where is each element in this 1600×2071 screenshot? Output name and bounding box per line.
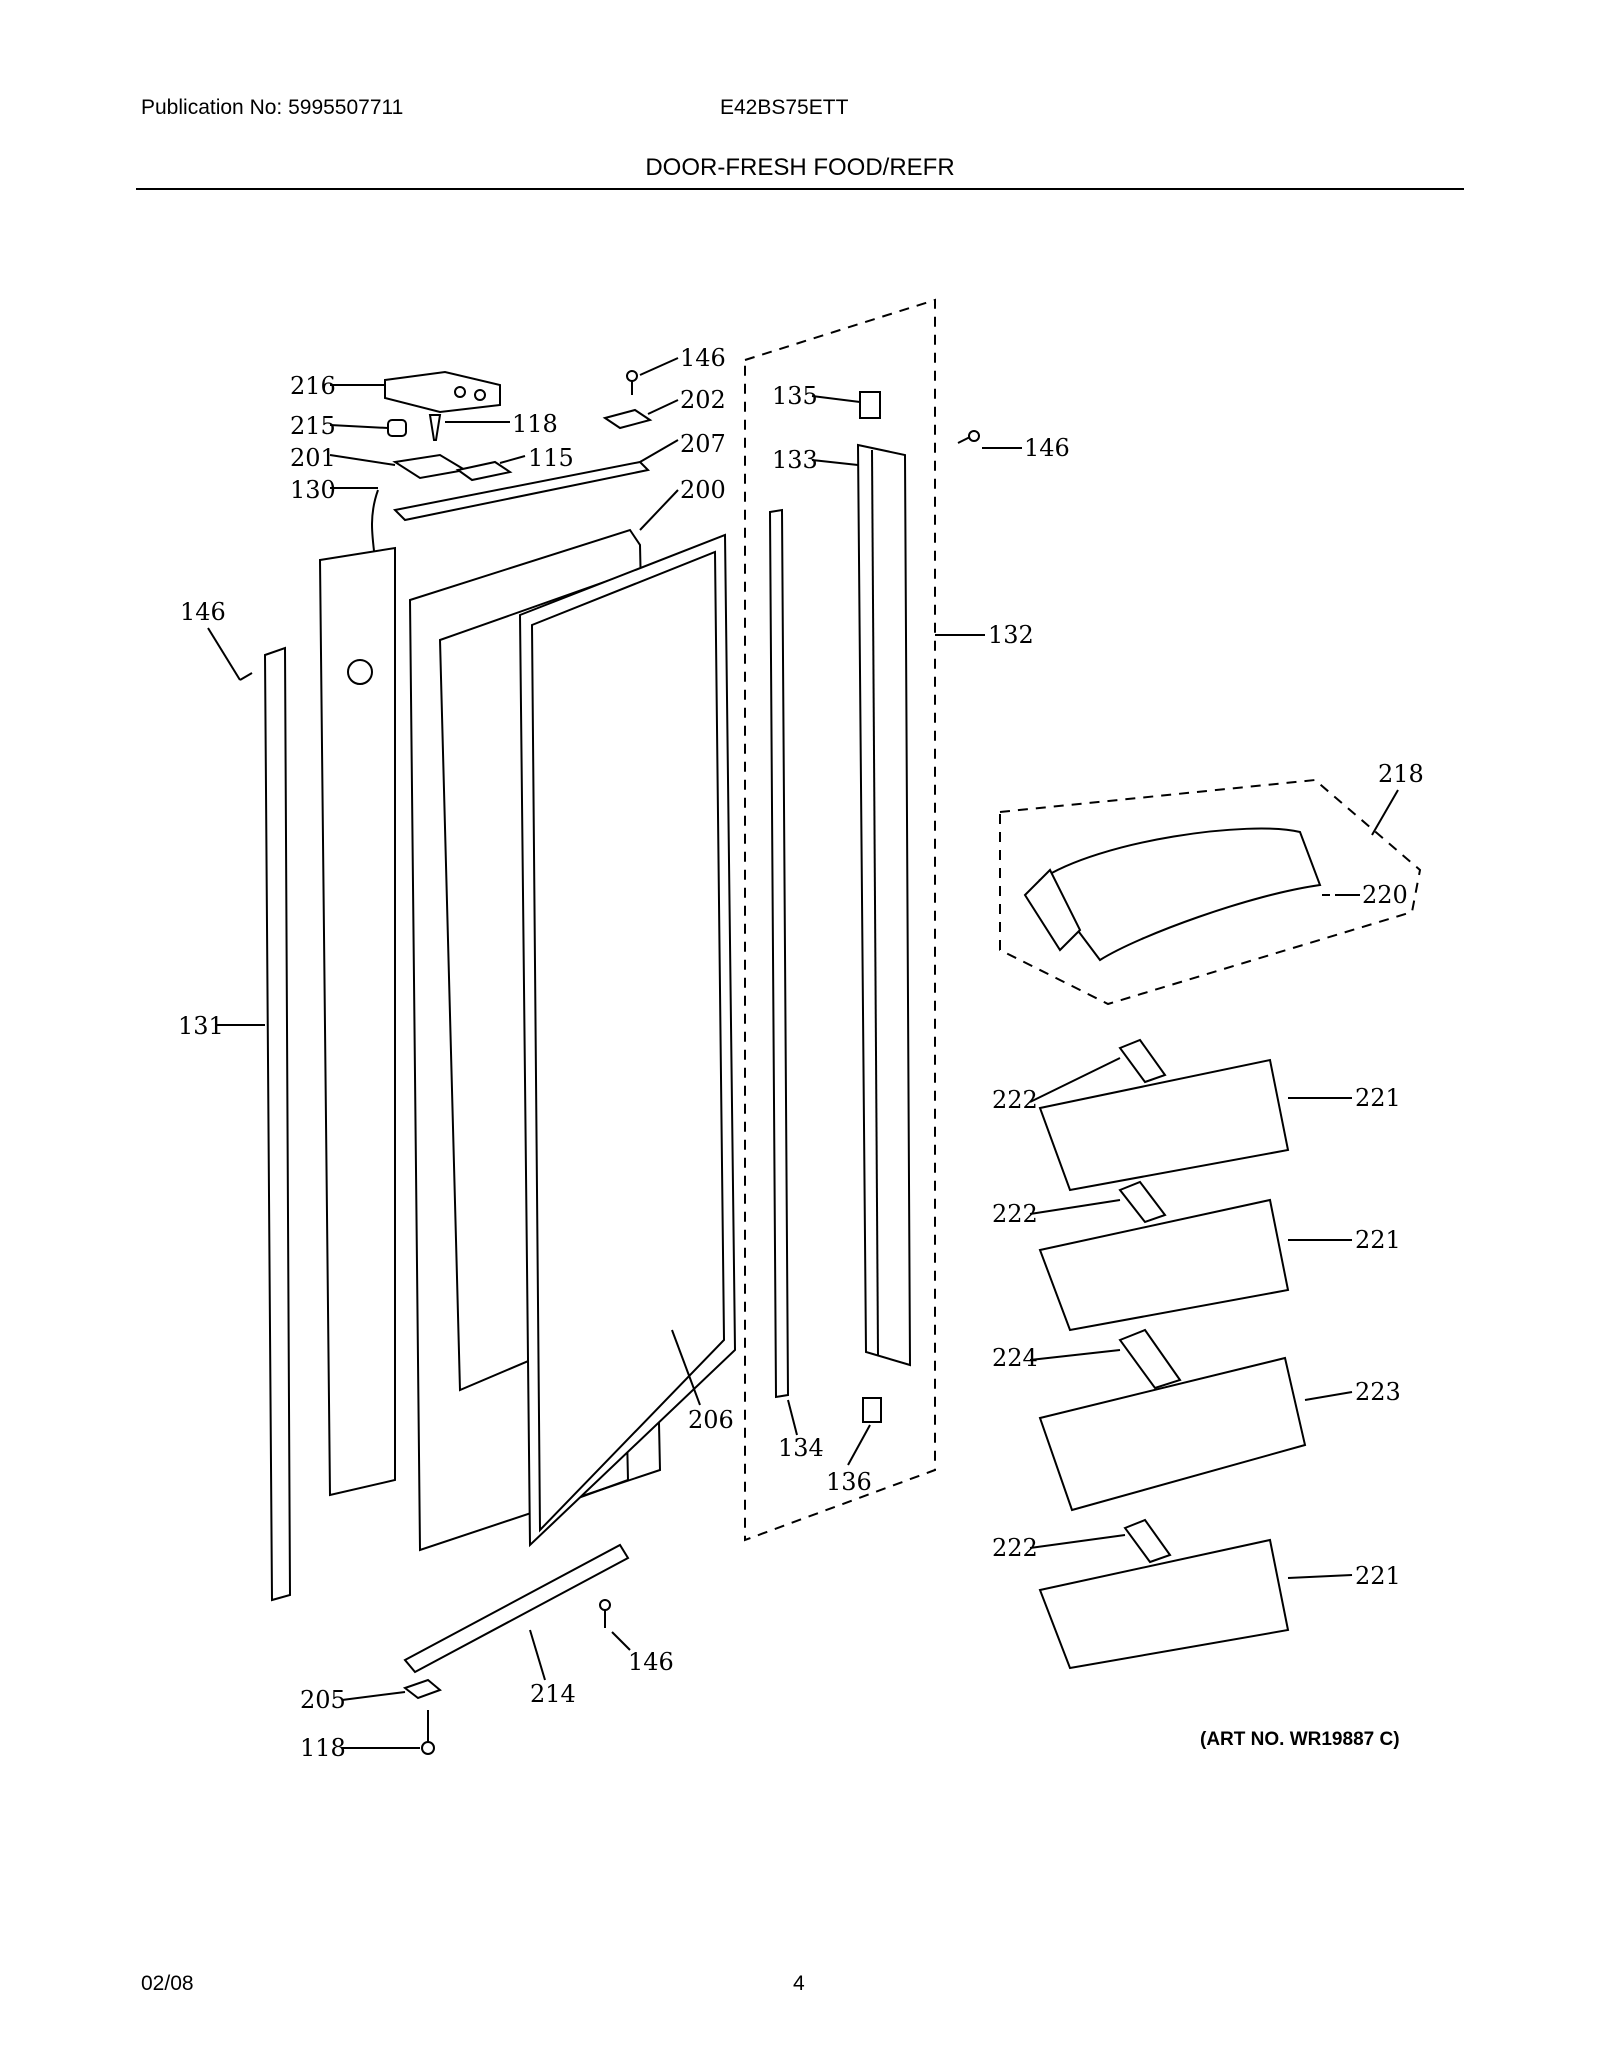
page-number: 4 — [793, 1972, 805, 1995]
callout-146-right: 146 — [1024, 434, 1070, 462]
door-bin-1 — [1038, 1058, 1290, 1192]
callout-223: 223 — [1355, 1378, 1401, 1406]
header-rule — [136, 188, 1464, 190]
callout-118-bottom: 118 — [300, 1734, 346, 1762]
callout-146-left: 146 — [180, 598, 226, 626]
callout-118-top: 118 — [512, 410, 558, 438]
callout-222-first: 222 — [992, 1086, 1038, 1114]
callout-215: 215 — [290, 412, 336, 440]
callout-207: 207 — [680, 430, 726, 458]
callout-146-top: 146 — [680, 344, 726, 372]
bin-support-3 — [1123, 1518, 1172, 1564]
door-bin-2 — [1038, 1198, 1290, 1332]
door-outer-panel — [318, 546, 396, 1497]
handle-extrusion — [856, 443, 912, 1367]
door-bin-deep — [1038, 1356, 1307, 1512]
bin-support-2 — [1118, 1180, 1167, 1224]
leader-lines — [207, 357, 1399, 1749]
callout-133: 133 — [772, 446, 818, 474]
callout-216: 216 — [290, 372, 336, 400]
callout-206: 206 — [688, 1406, 734, 1434]
hinge-plate — [455, 460, 513, 482]
callout-131: 131 — [178, 1012, 224, 1040]
bin-support-1 — [1118, 1038, 1167, 1084]
handle-end-cap-bottom — [862, 1397, 882, 1423]
callout-135: 135 — [772, 382, 818, 410]
hinge-screw — [428, 414, 442, 441]
publication-number: Publication No: 5995507711 — [141, 96, 404, 119]
callout-222-third: 222 — [992, 1534, 1038, 1562]
top-trim — [392, 460, 651, 522]
handle-screw — [957, 430, 980, 444]
handle-side-trim — [239, 646, 292, 1602]
callout-205: 205 — [300, 1686, 346, 1714]
callout-218: 218 — [1378, 760, 1424, 788]
callout-221-second: 221 — [1355, 1226, 1401, 1254]
section-title: DOOR-FRESH FOOD/REFR — [645, 154, 955, 181]
callout-221-third: 221 — [1355, 1562, 1401, 1590]
callout-146-bottom: 146 — [628, 1648, 674, 1676]
door-bin-3 — [1038, 1538, 1290, 1670]
top-hinge — [384, 370, 501, 414]
callout-214: 214 — [530, 1680, 576, 1708]
callout-200: 200 — [680, 476, 726, 504]
dairy-bin-door — [1023, 827, 1322, 962]
top-cap-screw — [626, 370, 638, 395]
callout-115: 115 — [528, 444, 574, 472]
callout-132: 132 — [988, 621, 1034, 649]
handle-assembly-group — [744, 298, 936, 1542]
callout-221-first: 221 — [1355, 1084, 1401, 1112]
callout-136: 136 — [826, 1468, 872, 1496]
callout-220: 220 — [1362, 881, 1408, 909]
handle-insert-strip — [768, 508, 790, 1399]
callout-134: 134 — [778, 1434, 824, 1462]
bottom-trim — [403, 1543, 630, 1674]
callout-201: 201 — [290, 444, 336, 472]
callout-labels: 216 215 201 130 118 115 146 202 207 200 … — [178, 344, 1424, 1762]
art-number: (ART NO. WR19887 C) — [1200, 1729, 1400, 1750]
callout-224: 224 — [992, 1344, 1038, 1372]
callout-222-second: 222 — [992, 1200, 1038, 1228]
dairy-bin-group — [999, 778, 1422, 1006]
door-gasket — [518, 533, 737, 1548]
hinge-bushing — [387, 419, 407, 437]
hinge-shim — [392, 453, 468, 480]
handle-end-cap-top — [859, 391, 881, 419]
bin-support-deep — [1118, 1328, 1182, 1390]
callout-202: 202 — [680, 386, 726, 414]
bottom-screw — [599, 1599, 611, 1628]
callout-130: 130 — [290, 476, 336, 504]
model-number: E42BS75ETT — [720, 96, 849, 119]
bottom-hinge-screw — [421, 1710, 435, 1755]
footer-date: 02/08 — [141, 1972, 194, 1995]
bottom-hinge — [402, 1678, 442, 1700]
top-cap-bracket — [602, 408, 653, 430]
